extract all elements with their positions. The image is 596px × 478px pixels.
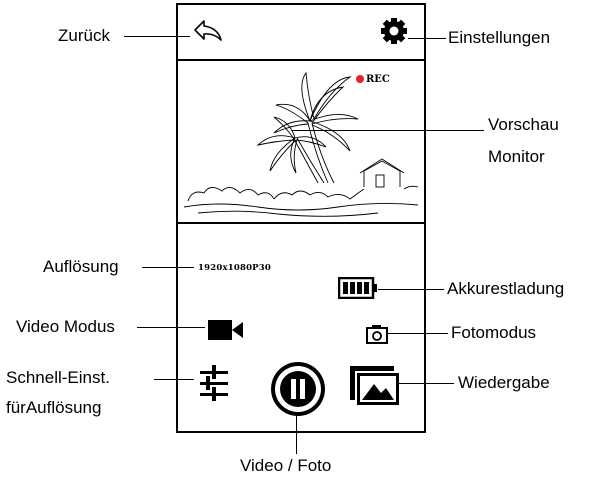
recording-dot-icon — [356, 75, 364, 83]
beach-illustration — [183, 71, 419, 217]
preview-label-line2: Monitor — [488, 147, 545, 166]
quick-settings-leader-line — [154, 379, 194, 380]
resolution-leader-line — [142, 267, 194, 268]
battery-label: Akkurestladung — [447, 279, 565, 298]
preview-bottom-divider — [178, 222, 424, 224]
video-photo-label: Video / Foto — [240, 456, 332, 475]
gear-icon — [381, 18, 407, 44]
back-leader-line — [124, 36, 190, 37]
back-button[interactable] — [192, 18, 224, 44]
playback-button[interactable] — [350, 366, 400, 406]
photo-mode-label: Fotomodus — [451, 323, 537, 342]
video-mode-button[interactable] — [208, 319, 244, 341]
rec-indicator: REC — [366, 74, 390, 85]
phone-screen: REC 1920x1080P30 — [176, 3, 426, 433]
gallery-icon — [350, 366, 400, 406]
photo-mode-leader-line — [386, 333, 448, 334]
quick-settings-button[interactable] — [200, 363, 228, 403]
settings-label: Einstellungen — [448, 28, 551, 47]
record-leader-line — [296, 416, 297, 454]
back-label: Zurück — [58, 26, 110, 45]
video-mode-leader-line — [137, 327, 205, 328]
record-pause-icon — [271, 362, 325, 416]
preview-label-line1: Vorschau — [488, 115, 559, 134]
preview-monitor: REC — [178, 61, 424, 221]
resolution-label: Auflösung — [43, 257, 119, 276]
photo-mode-button[interactable] — [366, 324, 388, 344]
settings-button[interactable] — [380, 17, 408, 45]
back-arrow-icon — [194, 20, 222, 41]
playback-label: Wiedergabe — [458, 373, 550, 392]
preview-leader-line — [292, 130, 484, 131]
battery-full-icon — [338, 277, 377, 299]
resolution-value: 1920x1080P30 — [198, 263, 272, 273]
video-mode-label: Video Modus — [16, 317, 115, 336]
video-camera-icon — [208, 320, 243, 340]
battery-indicator — [338, 277, 378, 299]
record-button[interactable] — [269, 360, 327, 418]
quick-settings-label-line1: Schnell-Einst. — [6, 368, 110, 387]
playback-leader-line — [398, 383, 454, 384]
battery-leader-line — [378, 289, 444, 290]
photo-camera-icon — [366, 325, 388, 344]
quick-settings-label-line2: fürAuflösung — [6, 398, 102, 417]
settings-leader-line — [408, 38, 446, 39]
sliders-icon — [200, 365, 228, 401]
top-bar-divider — [178, 59, 424, 61]
